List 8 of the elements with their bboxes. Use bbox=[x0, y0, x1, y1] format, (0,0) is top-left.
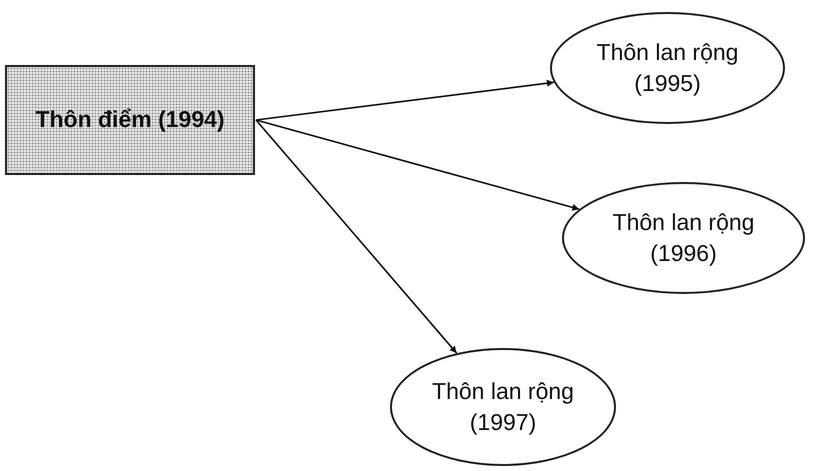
node-label: Thôn lan rộng (1996) bbox=[612, 208, 756, 268]
arrow bbox=[256, 80, 554, 121]
node-label: Thôn lan rộng (1997) bbox=[431, 376, 575, 437]
arrow bbox=[255, 119, 458, 354]
node-label: Thôn điểm (1994) bbox=[35, 105, 225, 134]
shaded-box bbox=[5, 65, 255, 175]
node-label: Thôn lan rộng (1995) bbox=[596, 38, 740, 98]
arrow bbox=[256, 119, 580, 211]
